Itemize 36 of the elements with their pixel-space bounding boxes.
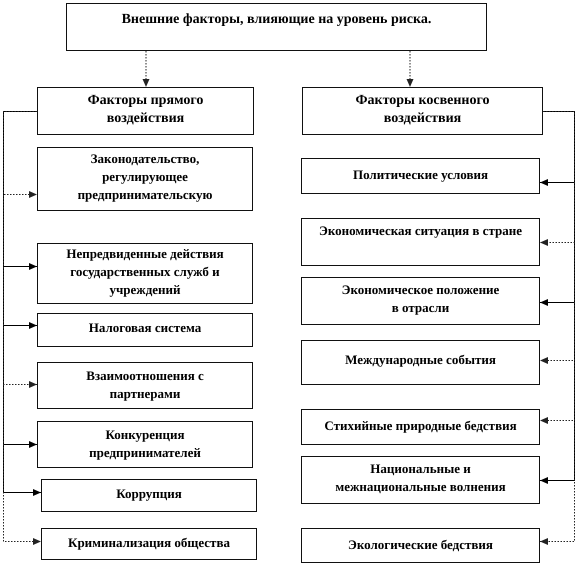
connector-arrow bbox=[406, 50, 414, 88]
box-label: Взаимоотношения с партнерами bbox=[85, 367, 205, 403]
box-label: Внешние факторы, влияющие на уровень риска. bbox=[120, 11, 432, 29]
box-label: Законодательство, регулирующее предпринимательскую bbox=[76, 150, 214, 204]
factor-box bbox=[301, 409, 540, 445]
box-label: Международные события bbox=[344, 351, 497, 369]
box-label: Налоговая система bbox=[88, 319, 202, 337]
box-label: Политические условия bbox=[352, 166, 489, 184]
factor-box bbox=[301, 528, 540, 563]
box-label: Конкуренция предпринимателей bbox=[88, 426, 202, 462]
factor-box bbox=[301, 456, 540, 504]
factor-box bbox=[37, 313, 253, 347]
box-label: Экономическая ситуация в стране bbox=[318, 222, 523, 240]
category-box bbox=[302, 87, 543, 135]
box-label: Экологические бедствия bbox=[347, 536, 494, 554]
factor-box bbox=[41, 528, 257, 560]
box-label: Факторы косвенного воздействия bbox=[354, 92, 490, 128]
box-label: Коррупция bbox=[115, 485, 183, 503]
factor-box bbox=[37, 362, 253, 409]
box-label: Национальные и межнациональные волнения bbox=[334, 460, 507, 496]
box-label: Стихийные природные бедствия bbox=[323, 417, 518, 435]
category-box bbox=[37, 87, 254, 135]
box-label: Непредвиденные действия государственных служб и учреждений bbox=[65, 245, 225, 299]
factor-box bbox=[37, 147, 253, 211]
box-label: Экономическое положение в отрасли bbox=[340, 281, 500, 317]
box-label: Криминализация общества bbox=[67, 534, 231, 552]
root-factor-box bbox=[66, 3, 487, 51]
factor-box bbox=[301, 277, 540, 325]
factor-box bbox=[301, 218, 540, 266]
factor-box bbox=[37, 243, 253, 304]
factor-box bbox=[301, 158, 540, 194]
factor-box bbox=[301, 340, 540, 385]
factor-box bbox=[41, 479, 257, 512]
connector-arrow bbox=[142, 50, 150, 88]
box-label: Факторы прямого воздействия bbox=[86, 92, 204, 128]
factor-box bbox=[37, 421, 253, 468]
